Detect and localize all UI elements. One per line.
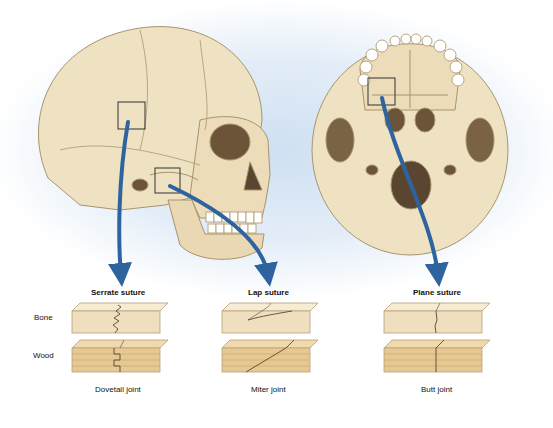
inferior-skull <box>312 34 508 255</box>
focus-square <box>118 102 145 129</box>
row-label: Bone <box>34 314 53 323</box>
joint-name: Miter joint <box>251 386 286 395</box>
suture-blocks <box>72 303 490 372</box>
suture-name: Lap suture <box>248 289 289 298</box>
suture-name: Serrate suture <box>91 289 145 298</box>
joint-name: Butt joint <box>421 386 452 395</box>
suture-name: Plane suture <box>413 289 461 298</box>
wood-grain <box>72 354 482 366</box>
pointer-arrows <box>119 98 438 275</box>
row-label: Wood <box>33 352 54 361</box>
background-glow <box>0 0 553 300</box>
joint-lines <box>113 303 444 372</box>
joint-name: Dovetail joint <box>95 386 141 395</box>
